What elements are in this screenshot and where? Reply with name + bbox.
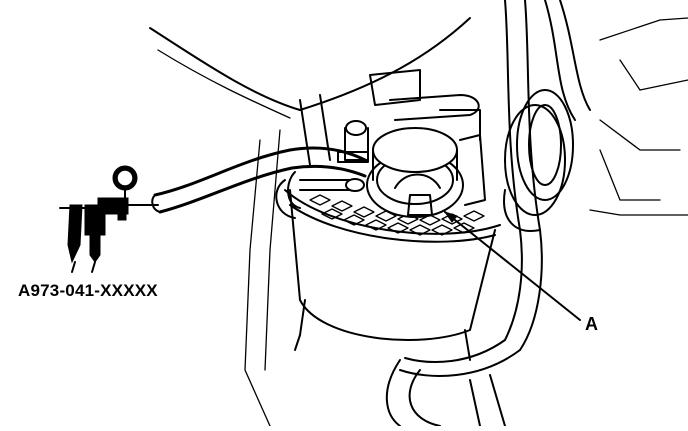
body-panel-outline <box>149 17 688 427</box>
callout-leader-line <box>443 211 581 321</box>
coiled-hose <box>503 89 574 232</box>
return-hose <box>275 171 365 219</box>
callout-a-label: A <box>585 314 598 334</box>
fuel-pressure-gauge <box>59 165 159 273</box>
coolant-pipes <box>385 0 591 427</box>
pressure-regulator <box>366 127 486 218</box>
tool-part-number-label: A973-041-XXXXX <box>18 281 158 300</box>
filter-housing <box>284 189 501 361</box>
